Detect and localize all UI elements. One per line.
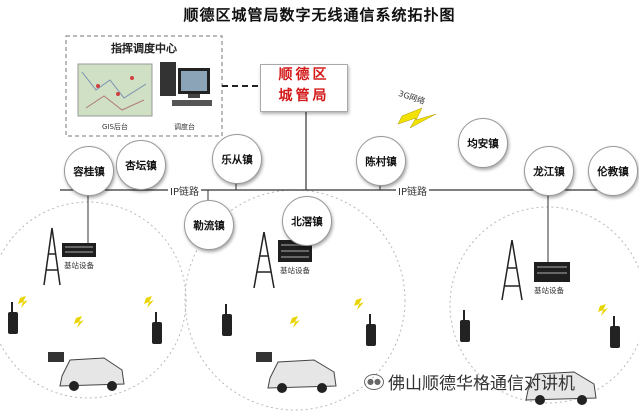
town-node-xingtan: 杏坛镇	[116, 140, 166, 190]
town-node-lunjiao: 伦教镇	[588, 146, 638, 196]
base-station-label-left: 基站设备	[64, 261, 94, 270]
hq-name-line1: 顺德区	[278, 67, 330, 83]
ip-link-label-left: IP链路	[168, 183, 201, 198]
console-label: 调度台	[174, 123, 195, 131]
town-node-longjiang: 龙江镇	[524, 146, 574, 196]
town-node-beijiao: 北滘镇	[282, 196, 332, 246]
base-station-left	[43, 227, 96, 286]
base-station-label-center: 基站设备	[280, 266, 310, 275]
coverage-circle-center	[184, 189, 406, 411]
town-node-chencun: 陈村镇	[356, 136, 406, 186]
watermark: ●● 佛山顺德华格通信对讲机	[364, 369, 575, 394]
gis-map-thumbnail	[77, 63, 153, 117]
town-node-leliu: 勒流镇	[184, 200, 234, 250]
watermark-text: 佛山顺德华格通信对讲机	[388, 374, 575, 394]
wechat-icon: ●●	[364, 373, 384, 390]
gis-label: GIS后台	[102, 123, 128, 131]
town-node-ronggui: 容桂镇	[64, 146, 114, 196]
signal-bolts	[18, 296, 608, 328]
ip-link-label-right: IP链路	[396, 183, 429, 198]
diagram-title: 顺德区城管局数字无线通信系统拓扑图	[183, 6, 456, 24]
radio-icons	[8, 302, 620, 348]
command-center-label: 指挥调度中心	[111, 42, 177, 55]
hq-name-line2: 城管局	[278, 88, 330, 104]
vehicle-icons	[48, 352, 597, 405]
hq-node: 顺德区 城管局	[260, 64, 348, 112]
lightning-icon	[397, 107, 437, 129]
town-node-lecong: 乐从镇	[212, 134, 262, 184]
base-station-right	[501, 239, 570, 301]
base-station-label-right: 基站设备	[534, 286, 564, 295]
base-station-center	[253, 231, 312, 289]
town-node-junan: 均安镇	[458, 118, 508, 168]
console-computer-icon	[160, 62, 212, 106]
